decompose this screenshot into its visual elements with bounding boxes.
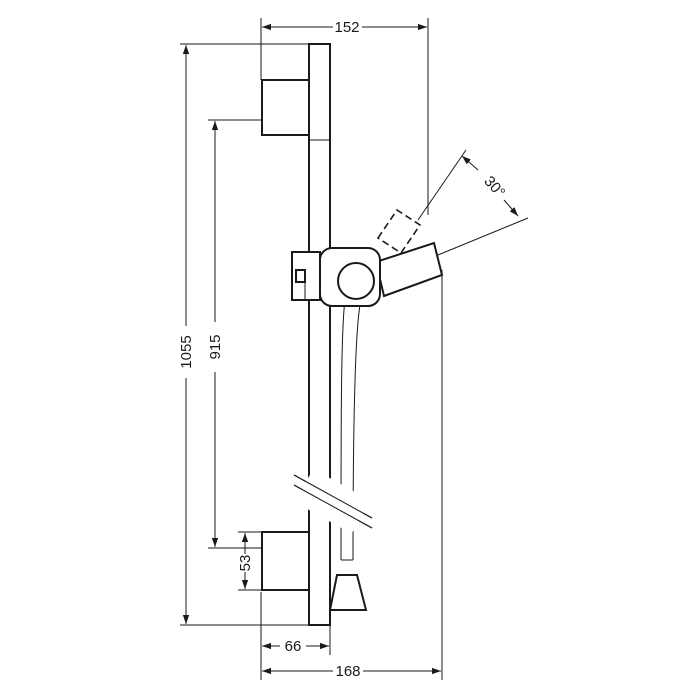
shower-holder: [291, 208, 444, 307]
dim-top-width: 152: [334, 19, 359, 36]
top-wall-bracket: [261, 79, 310, 136]
hose-connector: [328, 574, 368, 611]
dimension-lines: [182, 23, 519, 675]
dim-bracket-spacing: 915: [207, 334, 224, 359]
dim-overall-height: 1055: [178, 335, 195, 368]
dim-bracket-offset: 66: [285, 638, 302, 655]
bottom-wall-bracket: [261, 531, 310, 591]
dim-tilt-angle: 30°: [480, 173, 508, 201]
dim-bottom-width: 168: [335, 663, 360, 680]
break-lines: [293, 468, 373, 534]
rail-bar: [308, 43, 331, 626]
dim-bracket-height: 53: [237, 555, 254, 572]
angle-lines: [417, 149, 529, 256]
extension-lines: [180, 18, 443, 680]
